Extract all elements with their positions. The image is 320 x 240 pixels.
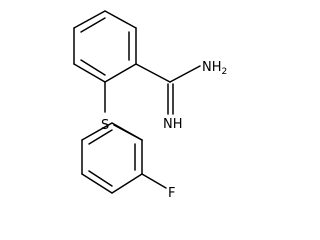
bond bbox=[141, 173, 167, 189]
bond bbox=[169, 65, 201, 83]
bond bbox=[135, 63, 171, 83]
fluorine-label: F bbox=[168, 186, 175, 201]
bond bbox=[111, 122, 143, 141]
bond bbox=[104, 10, 137, 29]
thioether-linkage: S bbox=[101, 81, 143, 141]
bond bbox=[81, 173, 113, 194]
upper-benzene-ring bbox=[73, 10, 137, 83]
aromatic-inner-bond bbox=[88, 170, 113, 187]
aromatic-inner-bond bbox=[88, 129, 113, 145]
bond bbox=[81, 122, 113, 141]
sulfur-label: S bbox=[101, 118, 109, 133]
lower-fluorobenzene-ring: F bbox=[81, 122, 175, 201]
aromatic-inner-bond bbox=[80, 59, 106, 76]
amidine-group: NH2 NH bbox=[135, 60, 227, 132]
chemical-structure-diagram: NH2 NH S F bbox=[73, 10, 227, 201]
bond bbox=[104, 63, 137, 83]
bond bbox=[73, 63, 106, 83]
aromatic-inner-bond bbox=[80, 17, 106, 33]
amine-label: NH2 bbox=[202, 60, 227, 77]
imine-label: NH bbox=[163, 117, 183, 132]
bond bbox=[73, 10, 106, 29]
bond bbox=[111, 173, 143, 194]
